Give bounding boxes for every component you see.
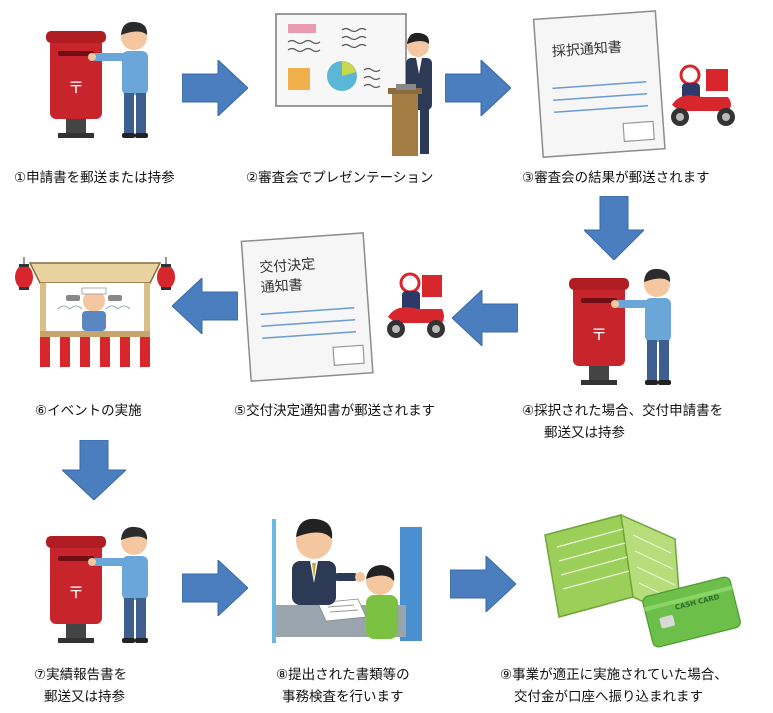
document-icon: 交付決定 通知書	[240, 232, 374, 382]
person-icon	[88, 21, 148, 138]
scooter-icon	[671, 64, 735, 126]
svg-text:〒: 〒	[68, 78, 84, 97]
applicant-person-icon	[366, 565, 398, 639]
arrow-right-2	[445, 60, 511, 116]
arrow-left-2	[452, 290, 518, 346]
presentation-board-icon	[275, 13, 407, 107]
postbox-icon: 〒	[569, 278, 629, 385]
step3-caption: ③審査会の結果が郵送されます	[522, 170, 710, 186]
arrow-left-1	[172, 278, 238, 334]
step8-caption-line2: 事務検査を行います	[282, 689, 404, 705]
person-icon	[611, 268, 671, 385]
step4-caption-line2: 郵送又は持参	[544, 425, 625, 441]
postbox-icon: 〒	[46, 536, 106, 643]
step6-caption: ⑥イベントの実施	[35, 403, 142, 419]
document-icon: 採択通知書	[532, 10, 666, 158]
step7-postbox-illustration: 〒	[46, 526, 148, 643]
step9-caption-line1: ⑨事業が適正に実施されていた場合、	[500, 667, 728, 683]
cash-card-icon: CASH CARD	[642, 576, 741, 648]
step5-doc-title-line2: 通知書	[260, 276, 303, 296]
arrow-right-3	[182, 560, 248, 616]
arrow-down-2	[62, 440, 126, 500]
svg-text:〒: 〒	[68, 583, 84, 602]
step1-caption: ①申請書を郵送または持参	[14, 170, 175, 186]
lantern-left-icon	[15, 257, 33, 290]
postbox-icon: 〒	[46, 31, 106, 138]
lantern-right-icon	[157, 257, 175, 290]
step5-notice-illustration: 交付決定 通知書	[240, 232, 445, 382]
arrow-right-1	[182, 60, 248, 116]
step4-postbox-illustration: 〒	[569, 268, 671, 385]
step4-caption-line1: ④採択された場合、交付申請書を	[522, 403, 724, 419]
step1-postbox-illustration: 〒	[46, 21, 148, 138]
person-icon	[88, 526, 148, 643]
vendor-person-icon	[57, 287, 131, 331]
step5-doc-title-line1: 交付決定	[259, 255, 316, 276]
step3-notice-illustration: 採択通知書	[532, 10, 735, 158]
arrow-down-1	[584, 196, 644, 260]
step6-event-illustration	[15, 257, 175, 367]
step2-caption: ②審査会でプレゼンテーション	[246, 170, 434, 186]
step3-doc-title: 採択通知書	[551, 38, 622, 60]
staff-person-icon	[292, 518, 365, 605]
step8-inspection-illustration	[272, 518, 422, 643]
step2-presentation-illustration	[275, 13, 432, 156]
step8-caption-line1: ⑧提出された書類等の	[276, 667, 410, 683]
arrow-right-4	[450, 556, 516, 612]
svg-text:〒: 〒	[591, 325, 607, 344]
step9-caption-line2: 交付金が口座へ振り込まれます	[514, 689, 703, 705]
scooter-icon	[387, 272, 445, 338]
step7-caption-line1: ⑦実績報告書を	[34, 667, 128, 683]
step9-bank-illustration: CASH CARD	[544, 513, 741, 648]
step5-caption: ⑤交付決定通知書が郵送されます	[234, 403, 436, 419]
podium-icon	[388, 84, 422, 156]
step7-caption-line2: 郵送又は持参	[44, 689, 125, 705]
